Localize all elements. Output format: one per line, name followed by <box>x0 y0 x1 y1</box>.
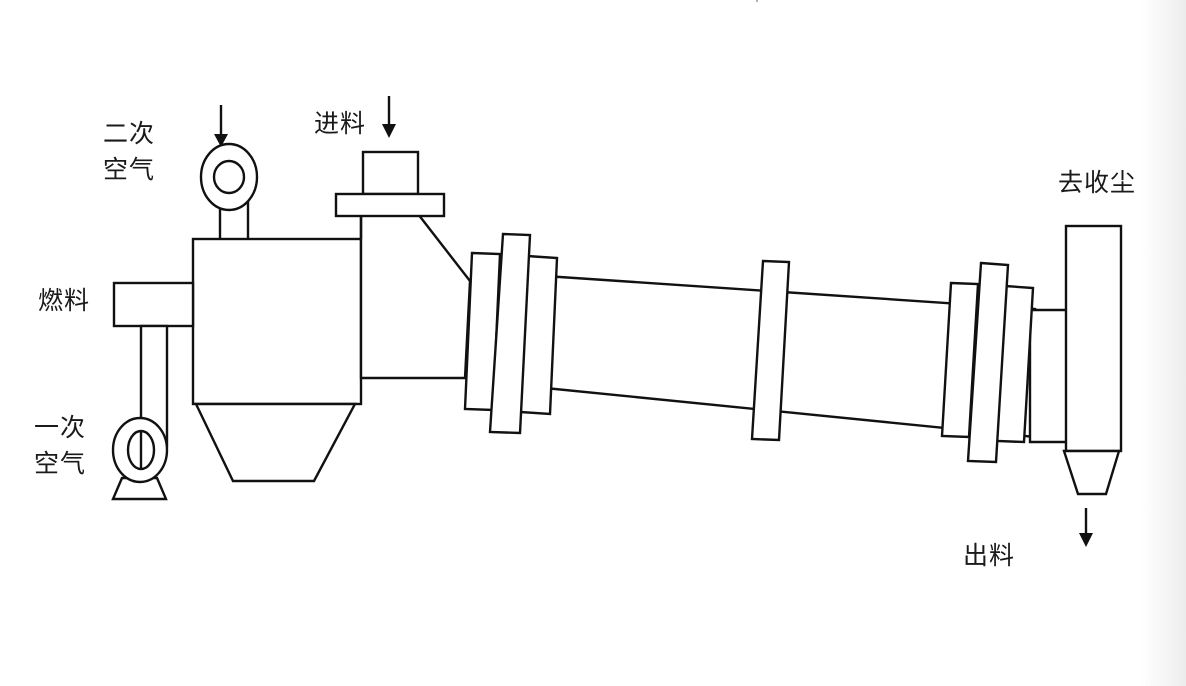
feed-arrow <box>382 96 396 138</box>
primary-air-fan <box>111 324 169 501</box>
discharge-hood <box>1062 224 1123 547</box>
arrow-down-icon <box>382 124 396 138</box>
secondary-air-fan <box>199 105 259 242</box>
label-primary-air-line2: 空气 <box>34 449 87 478</box>
riding-ring-middle <box>750 259 791 442</box>
label-to-dust-collection: 去收尘 <box>1058 168 1137 197</box>
label-primary-air-line1: 一次 <box>34 413 87 442</box>
label-discharge: 出料 <box>963 541 1016 570</box>
stray-mark <box>756 0 758 2</box>
arrow-down-icon <box>1079 533 1093 547</box>
label-fuel: 燃料 <box>38 286 91 315</box>
rotary-drum <box>543 274 1070 444</box>
feed-chute <box>334 150 472 380</box>
riding-ring-inlet <box>463 232 559 435</box>
riding-ring-outlet <box>940 261 1035 464</box>
arrow-down-icon <box>214 134 228 147</box>
ash-hopper <box>194 402 357 483</box>
label-primary-air: 一次 空气 <box>34 412 86 480</box>
label-secondary-air-line1: 二次 <box>103 119 156 148</box>
label-feed-in: 进料 <box>314 109 367 138</box>
label-secondary-air-line2: 空气 <box>103 155 156 184</box>
label-secondary-air: 二次 空气 <box>103 118 155 186</box>
combustion-chamber <box>191 237 363 406</box>
fuel-burner <box>112 281 195 328</box>
